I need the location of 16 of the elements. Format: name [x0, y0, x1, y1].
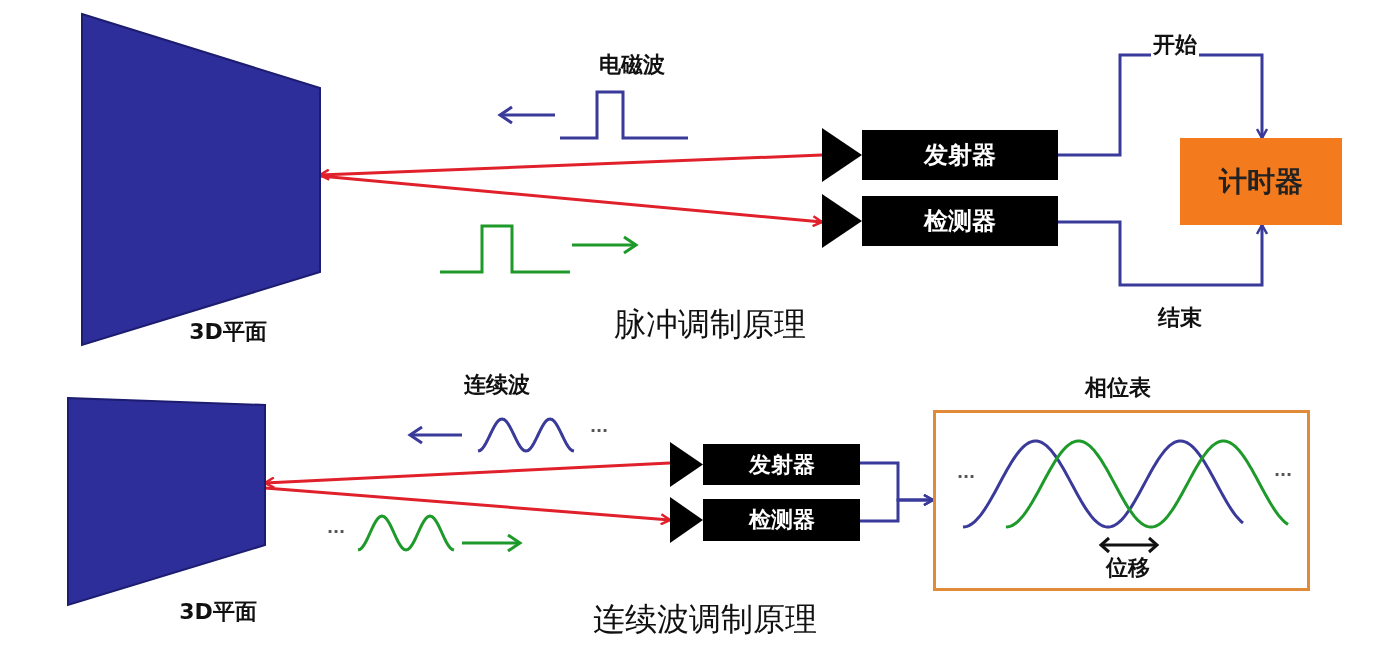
- arrow: [1058, 53, 1269, 157]
- text-label: ···: [326, 521, 346, 541]
- text-label: 电磁波: [599, 51, 665, 79]
- surface-label: 3D平面: [189, 318, 267, 346]
- text-label: ···: [589, 420, 609, 440]
- text-label: ···: [956, 466, 976, 486]
- arrow: [860, 493, 935, 523]
- arrow: [1058, 220, 1269, 287]
- text-label: ···: [1273, 464, 1293, 484]
- text-label: 连续波调制原理: [593, 599, 817, 640]
- shift-label: 位移: [1106, 554, 1150, 582]
- text-label: 连续波: [464, 371, 530, 399]
- box-title: 相位表: [1085, 374, 1151, 402]
- text-label: 脉冲调制原理: [614, 304, 806, 345]
- surface-label: 3D平面: [179, 598, 257, 626]
- timer-box: 计时器: [1180, 138, 1342, 225]
